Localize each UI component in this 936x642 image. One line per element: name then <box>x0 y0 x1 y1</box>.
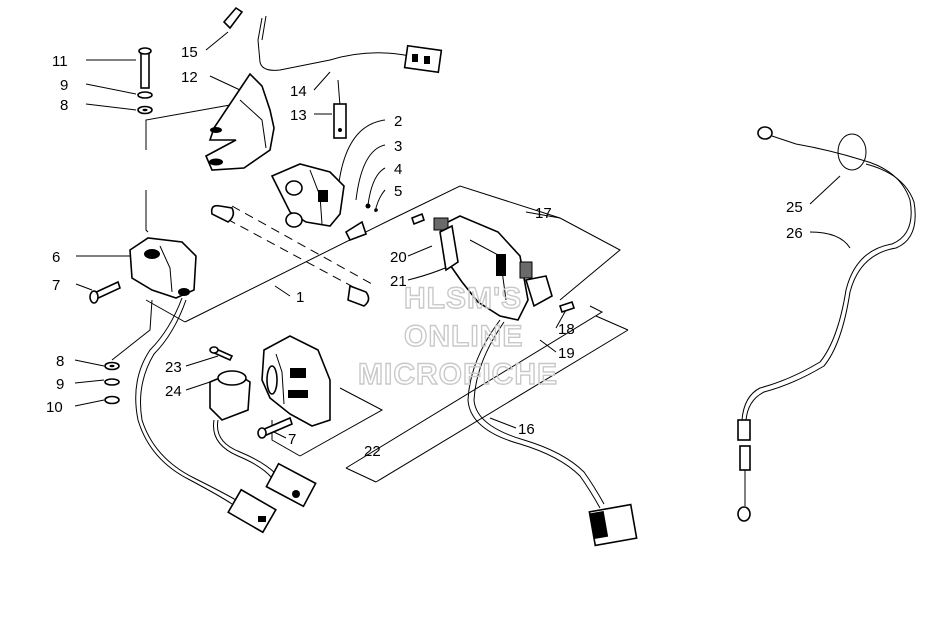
callout-2: 2 <box>394 113 402 130</box>
callout-7-upper: 7 <box>52 277 60 294</box>
part-washer-8 <box>137 105 153 115</box>
callout-5: 5 <box>394 183 402 200</box>
part-switch-housing-2 <box>270 163 345 228</box>
callout-22: 22 <box>364 443 381 460</box>
part-screw-23 <box>209 346 234 362</box>
callout-6: 6 <box>52 249 60 266</box>
part-harness-left <box>135 297 277 534</box>
callout-12: 12 <box>181 69 198 86</box>
callout-15: 15 <box>181 44 198 61</box>
callouts: 11 9 8 15 12 14 13 2 3 4 5 6 7 1 17 20 2… <box>46 44 803 460</box>
callout-4: 4 <box>394 161 402 178</box>
part-terminal-13 <box>333 79 347 139</box>
callout-24: 24 <box>165 383 182 400</box>
callout-9-upper: 9 <box>60 77 68 94</box>
callout-14: 14 <box>290 83 307 100</box>
part-connector-15 <box>222 6 443 74</box>
part-throttle-cable-26 <box>737 126 916 522</box>
callout-7-lower: 7 <box>288 431 296 448</box>
callout-9-lower: 9 <box>56 376 64 393</box>
callout-26: 26 <box>786 225 803 242</box>
callout-10: 10 <box>46 399 63 416</box>
watermark-line-1: HLSM'S <box>404 282 522 315</box>
callout-8-lower: 8 <box>56 353 64 370</box>
callout-17: 17 <box>535 205 552 222</box>
callout-13: 13 <box>290 107 307 124</box>
part-mount-6 <box>129 237 197 299</box>
callout-19: 19 <box>558 345 575 362</box>
watermark-line-3: MICROFICHE <box>358 358 558 391</box>
part-spring-3-4-5 <box>344 203 378 242</box>
callout-23: 23 <box>165 359 182 376</box>
part-harness-16 <box>467 319 638 547</box>
watermark: HLSM'S ONLINE MICROFICHE <box>357 281 558 391</box>
part-handlebar-1 <box>210 204 373 307</box>
callout-20: 20 <box>390 249 407 266</box>
callout-18: 18 <box>558 321 575 338</box>
callout-3: 3 <box>394 138 402 155</box>
part-washer-9 <box>137 91 153 99</box>
callout-16: 16 <box>518 421 535 438</box>
part-switch-assembly-17 <box>411 212 576 321</box>
part-screw-7-lower <box>257 416 293 439</box>
callout-11: 11 <box>52 53 68 70</box>
part-switch-24 <box>209 370 317 508</box>
part-washers-lower-8-9-10 <box>104 361 120 405</box>
callout-25: 25 <box>786 199 803 216</box>
callout-1: 1 <box>296 289 304 306</box>
part-bracket-12 <box>204 72 275 171</box>
part-bolt-11 <box>138 47 152 89</box>
callout-21: 21 <box>390 273 407 290</box>
part-screw-7-upper <box>89 280 121 304</box>
watermark-line-2: ONLINE <box>404 320 523 353</box>
callout-8-upper: 8 <box>60 97 68 114</box>
part-switch-block-22 <box>261 335 331 427</box>
